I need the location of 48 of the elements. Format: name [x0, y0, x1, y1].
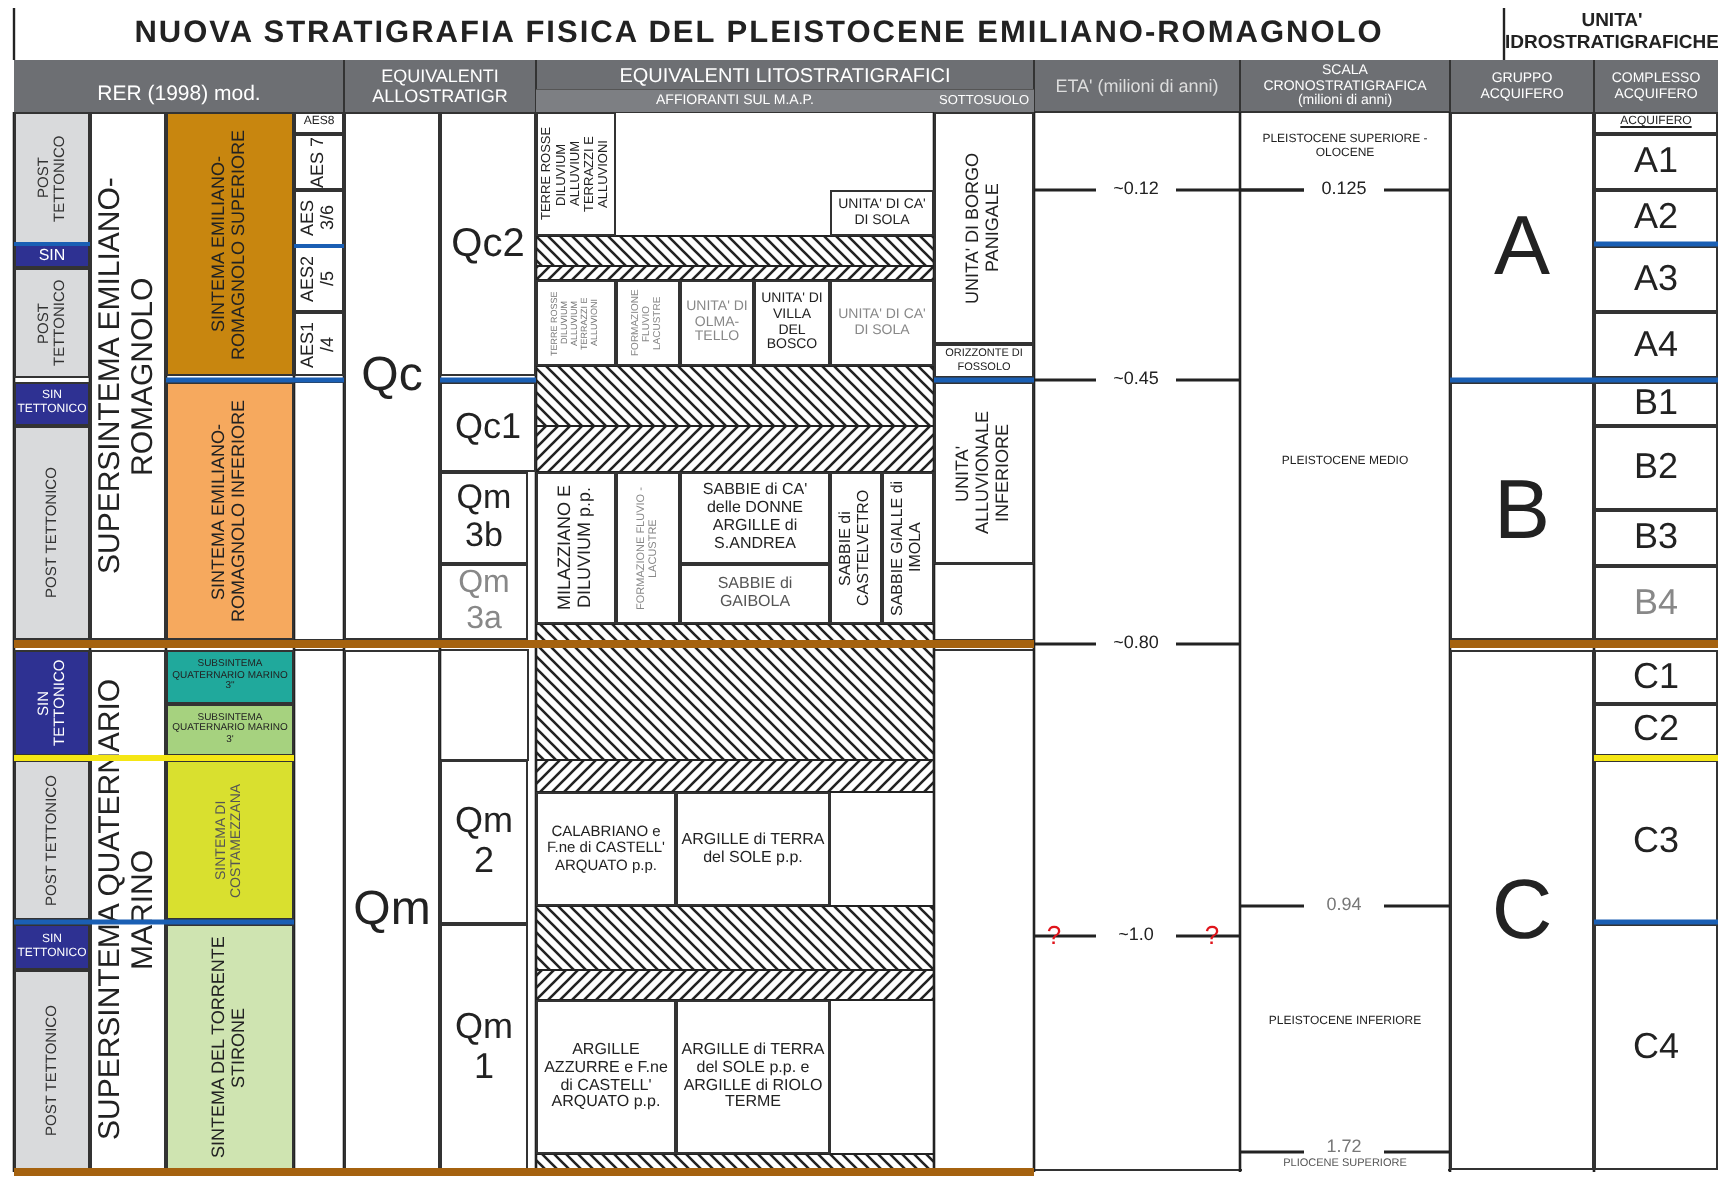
- allostratigraphic-unit: Qc2: [440, 112, 536, 376]
- column-header: RER (1998) mod.: [95, 80, 263, 111]
- column-header: ETA' (milioni di anni): [1053, 73, 1221, 100]
- lithostratigraphic-unit: MILAZZIANO E DILUVIUM p.p.: [536, 472, 616, 624]
- aquifer-complex: B4: [1594, 566, 1718, 640]
- allostratigraphic-unit: Qm 2: [440, 760, 528, 924]
- column-header: UNITA' IDROSTRATIGRAFICHE: [1506, 8, 1718, 57]
- lithostratigraphic-unit: SABBIE GIALLE di IMOLA: [882, 472, 934, 624]
- allostratigraphic-unit: Qc: [344, 112, 440, 640]
- aquifer-complex: A4: [1594, 312, 1718, 378]
- synthem-unit: SINTEMA DEL TORRENTE STIRONE: [166, 924, 294, 1170]
- aquifer-complex: A1: [1594, 134, 1718, 190]
- aquifer-complex: C4: [1594, 924, 1718, 1170]
- chart-title: NUOVA STRATIGRAFIA FISICA DEL PLEISTOCENE EMILIANO-ROMAGNOLO: [132, 14, 1386, 55]
- allostratigraphic-unit: Qm 3b: [440, 472, 528, 564]
- allostratigraphic-unit: Qm: [344, 650, 440, 1170]
- subsurface-unit: UNITA' DI BORGO PANIGALE: [934, 112, 1034, 344]
- synthem-unit: SINTEMA EMILIANO-ROMAGNOLO INFERIORE: [166, 382, 294, 640]
- subunit-label: AES 3/6: [294, 190, 344, 246]
- aquifer-complex: A2: [1594, 190, 1718, 244]
- column-header: EQUIVALENTI LITOSTRATIGRAFICI: [617, 63, 953, 90]
- aquifer-group: A: [1450, 112, 1594, 380]
- aquifer-complex: C3: [1594, 760, 1718, 924]
- lithostratigraphic-unit: SABBIE di GAIBOLA: [680, 564, 830, 624]
- allostratigraphic-unit: Qm 3a: [440, 564, 528, 640]
- lithostratigraphic-unit: ARGILLE AZZURRE e F.ne di CASTELL' ARQUATO p.p.: [536, 1000, 676, 1154]
- aquifer-group: C: [1450, 650, 1594, 1170]
- subunit-label: AES2 /5: [294, 246, 344, 312]
- synthem-unit: SINTEMA EMILIANO-ROMAGNOLO SUPERIORE: [166, 112, 294, 376]
- aquifer-group: B: [1450, 382, 1594, 640]
- lithostratigraphic-unit: ARGILLE di TERRA del SOLE p.p.: [676, 792, 830, 906]
- subunit-label: AES 7: [294, 134, 344, 190]
- allostratigraphic-unit: Qm 1: [440, 924, 528, 1170]
- aquifer-complex: A3: [1594, 246, 1718, 312]
- allostratigraphic-unit: Qc1: [440, 382, 536, 472]
- lithostratigraphic-unit: SABBIE di CASTELVETRO: [830, 472, 882, 624]
- subunit-label: AES1 /4: [294, 312, 344, 376]
- column-header: EQUIVALENTI ALLOSTRATIGR: [370, 63, 510, 109]
- lithostratigraphic-unit: ARGILLE di TERRA del SOLE p.p. e ARGILLE di RIOLO TERME: [676, 1000, 830, 1154]
- supersynthem-label: SUPERSINTEMA EMILIANO-ROMAGNOLO: [90, 112, 166, 640]
- subsurface-unit: UNITA' ALLUVIONALE INFERIORE: [934, 382, 1034, 564]
- lithostratigraphic-unit: SABBIE di CA' delle DONNE ARGILLE di S.ANDREA: [680, 472, 830, 564]
- aquifer-complex: B3: [1594, 510, 1718, 566]
- aquifer-complex: B1: [1594, 382, 1718, 426]
- aquifer-complex: B2: [1594, 426, 1718, 510]
- aquifer-complex: C1: [1594, 650, 1718, 704]
- aquifer-complex: C2: [1594, 704, 1718, 756]
- tectonic-phase-label: SIN: [14, 244, 90, 268]
